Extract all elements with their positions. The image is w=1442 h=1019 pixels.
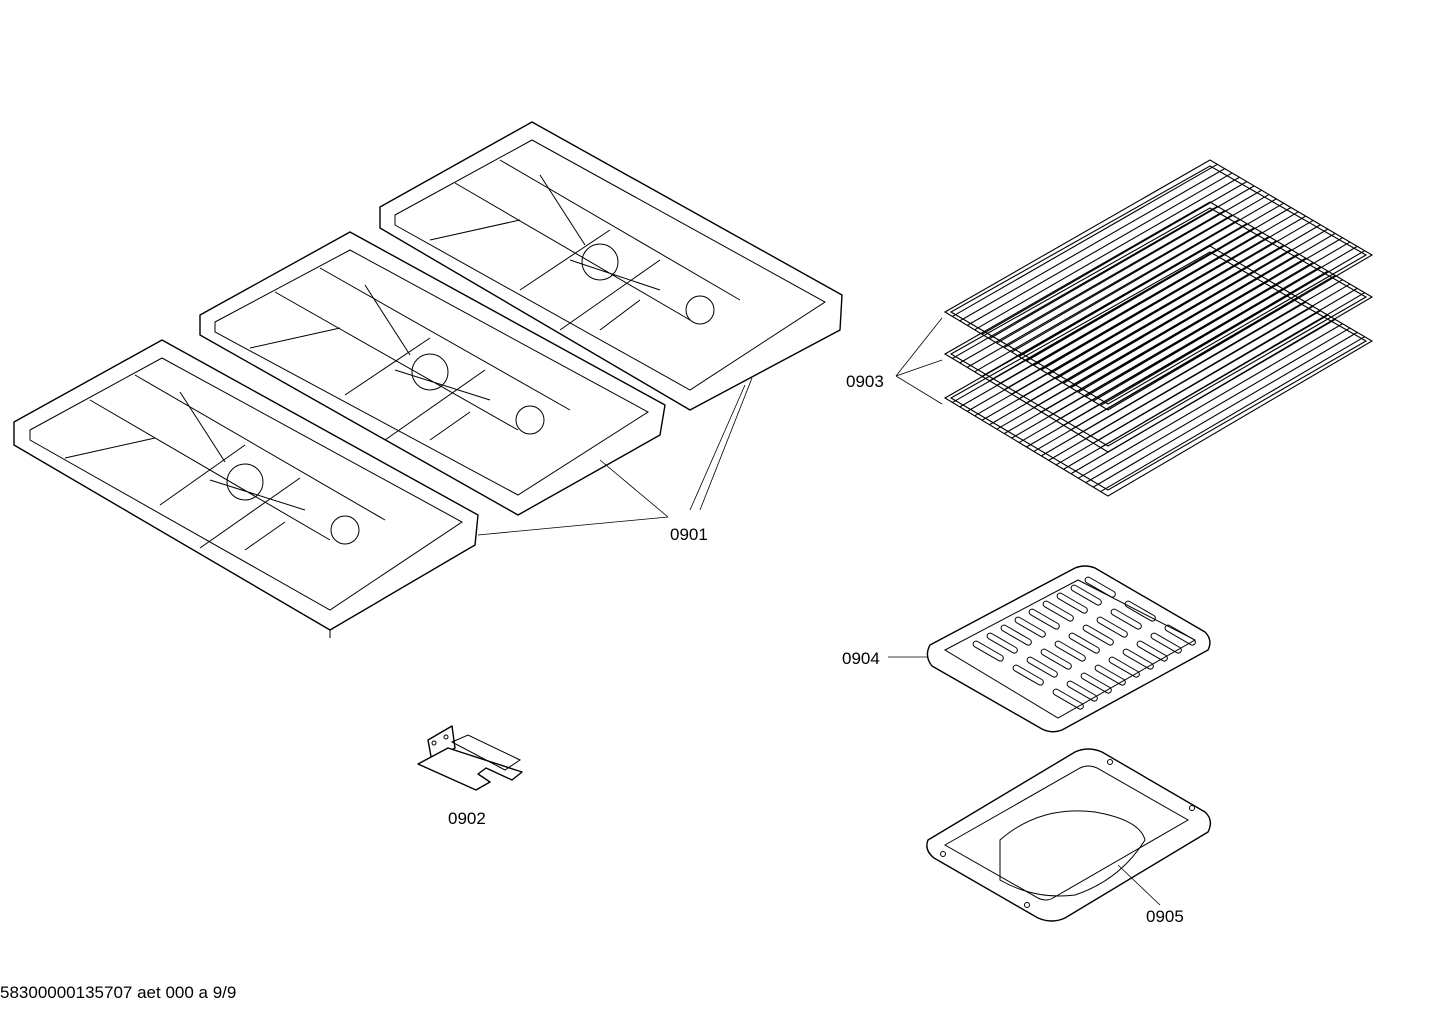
insert-slot [1094, 664, 1126, 686]
insert-slot [1026, 656, 1058, 678]
insert-slot [1056, 592, 1088, 614]
broil-pan-insert [926, 565, 1211, 733]
grate-middle [199, 231, 666, 516]
label-0902: 0902 [448, 809, 486, 828]
label-0901: 0901 [670, 525, 708, 544]
insert-slot [972, 640, 1004, 662]
insert-slot [1066, 680, 1098, 702]
insert-slot [1052, 688, 1084, 710]
broil-pan [926, 748, 1212, 922]
insert-slot [1068, 632, 1100, 654]
bracket [417, 725, 523, 791]
document-code: 58300000135707 aet 000 a 9/9 [0, 983, 237, 1002]
insert-slot [1054, 640, 1086, 662]
leader-0905 [1117, 864, 1161, 906]
insert-slot [1014, 616, 1046, 638]
insert-slot [1012, 664, 1044, 686]
insert-slot [1040, 648, 1072, 670]
leader-0903 [895, 317, 943, 405]
insert-slot [1136, 640, 1168, 662]
leader-0901 [477, 377, 753, 536]
insert-slot [1108, 656, 1140, 678]
label-0905: 0905 [1146, 907, 1184, 926]
oven-rack-3 [943, 245, 1374, 497]
insert-slot [1082, 624, 1114, 646]
label-0904: 0904 [842, 649, 880, 668]
insert-slot [1096, 616, 1128, 638]
insert-slot [1110, 608, 1142, 630]
label-0903: 0903 [846, 372, 884, 391]
insert-slot [1164, 624, 1196, 646]
insert-slot [1042, 600, 1074, 622]
insert-slot [1070, 584, 1102, 606]
grate-back [379, 121, 843, 411]
oven-racks [943, 159, 1374, 497]
insert-slot [1028, 608, 1060, 630]
insert-slot [1080, 672, 1112, 694]
insert-slot [986, 632, 1018, 654]
insert-slot [1150, 632, 1182, 654]
oven-rack-1 [943, 159, 1374, 411]
grate-front [13, 339, 479, 638]
insert-slot [1122, 648, 1154, 670]
insert-slot [1084, 576, 1116, 598]
insert-slot [1000, 624, 1032, 646]
insert-slot [1124, 600, 1156, 622]
